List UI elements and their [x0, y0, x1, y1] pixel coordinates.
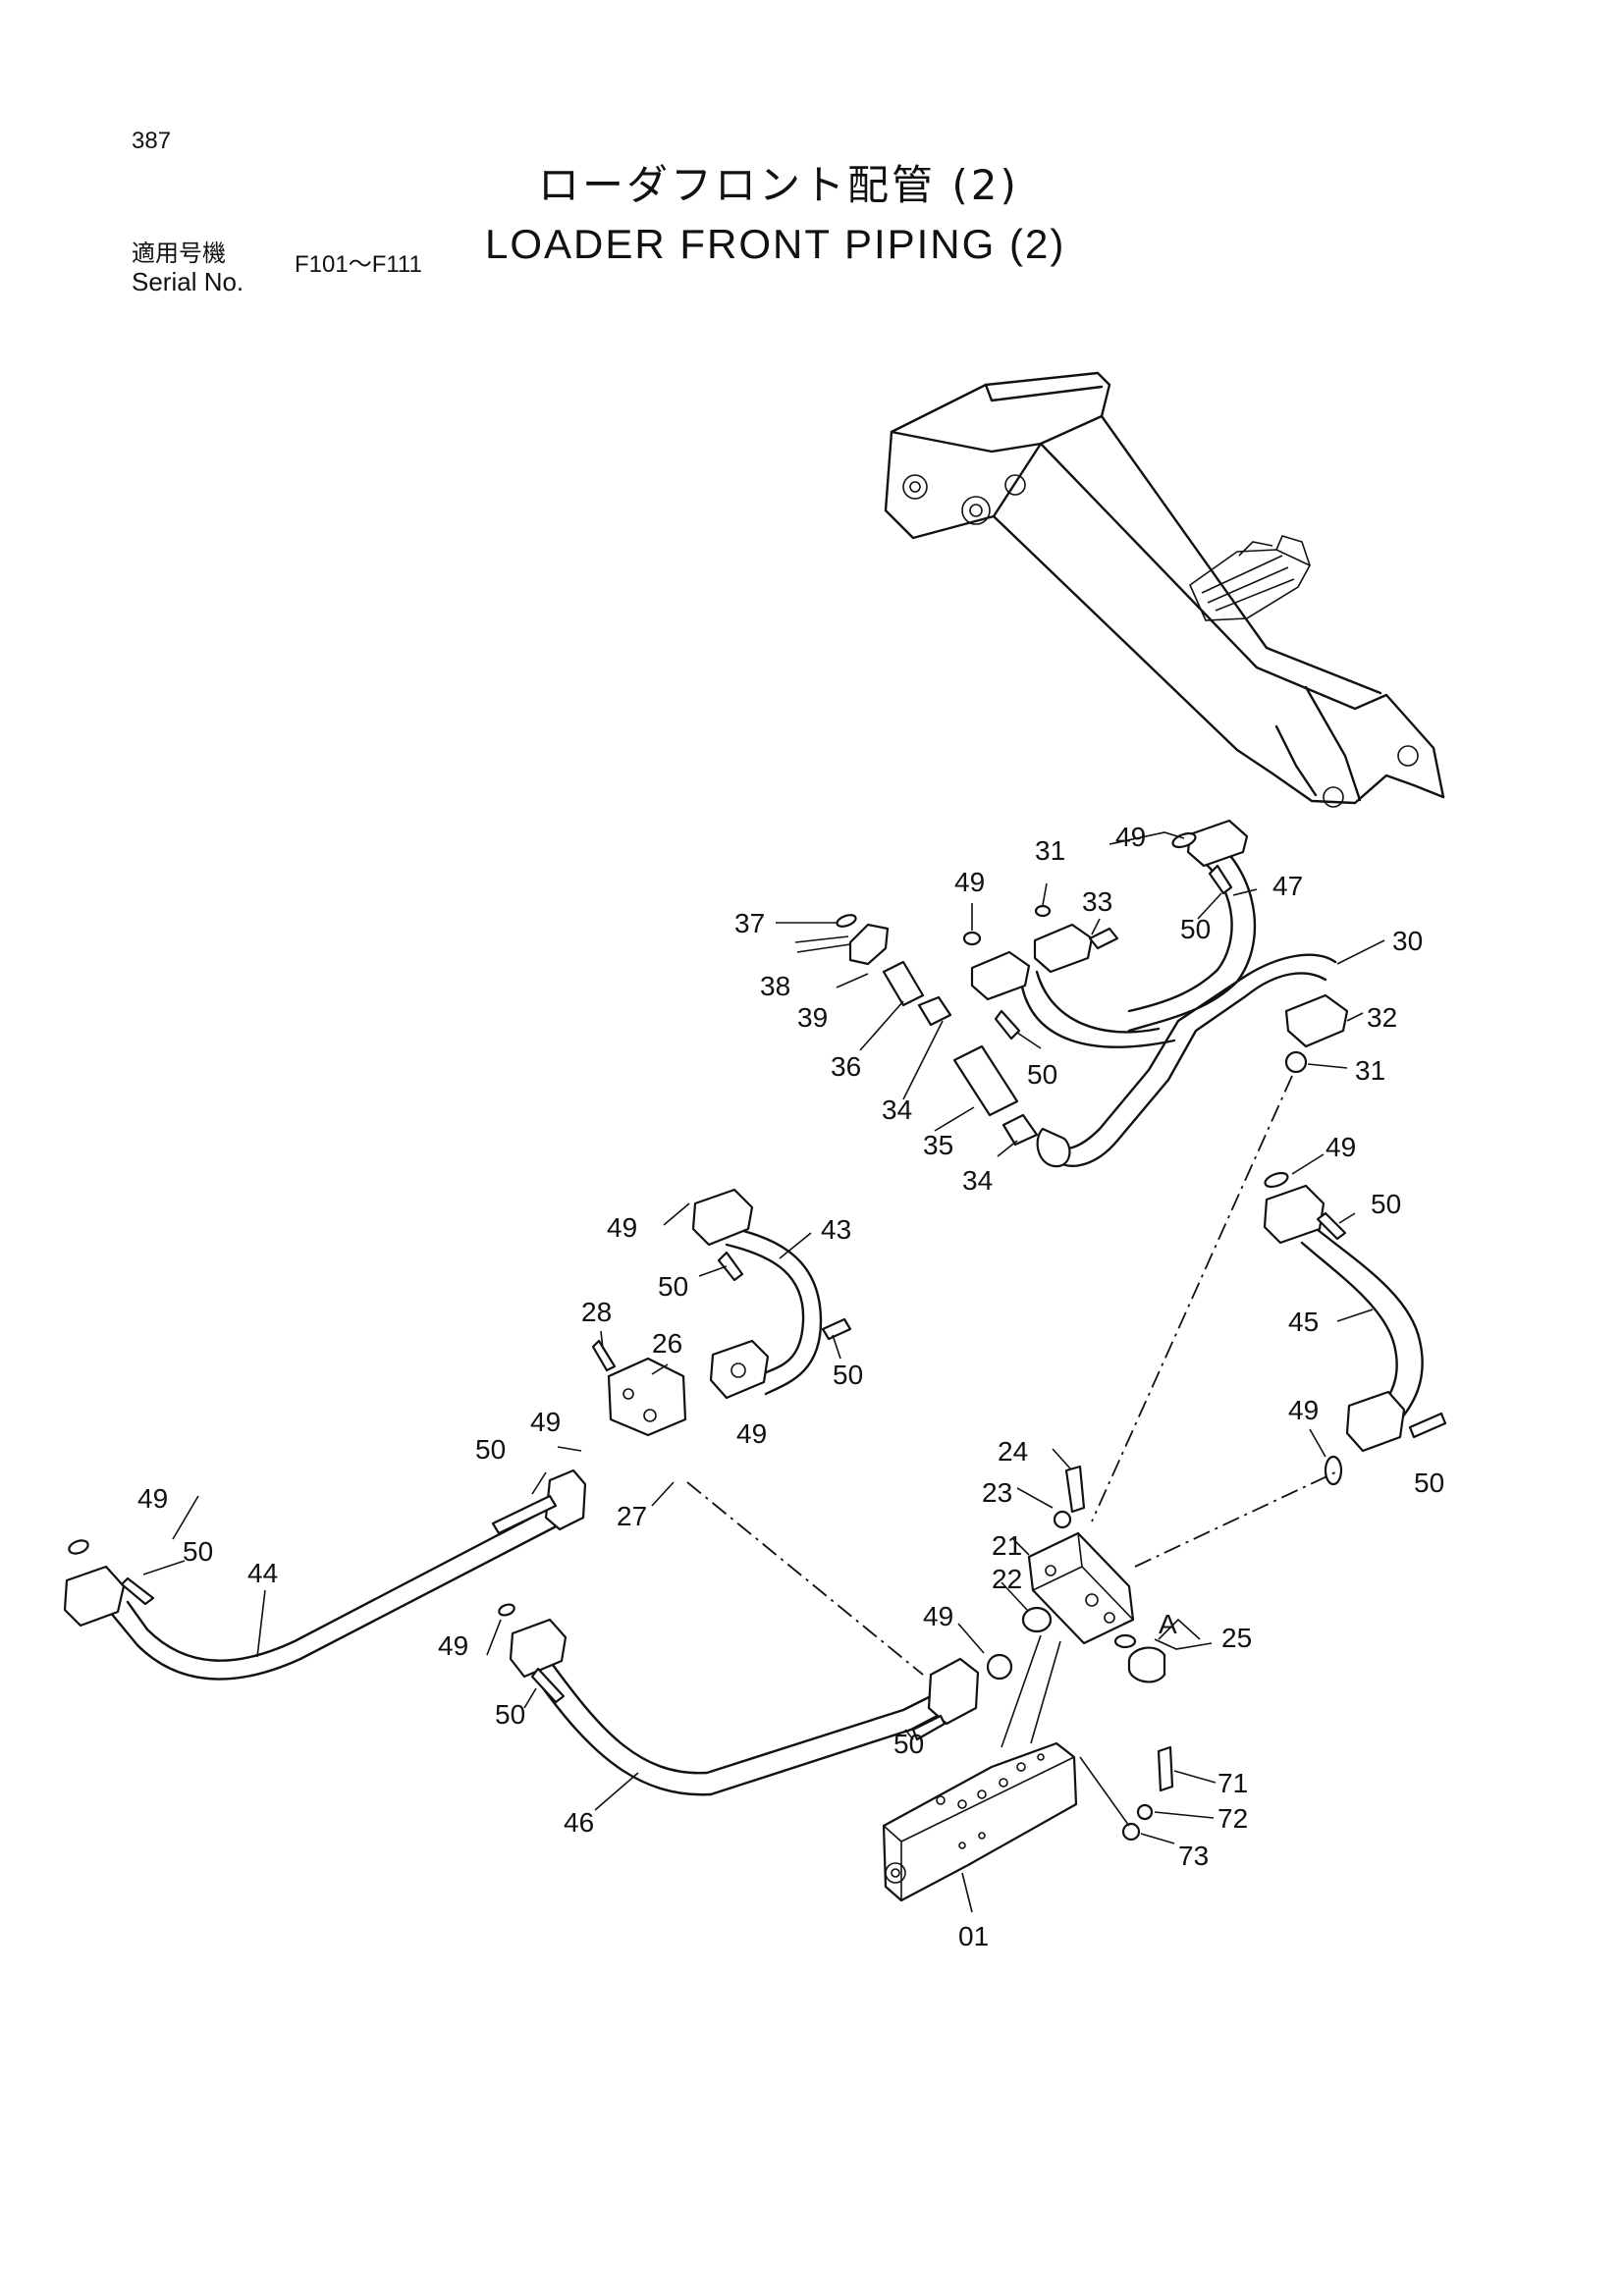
pipe-43: [725, 1243, 805, 1378]
callout-30: 30: [1392, 926, 1423, 956]
callout-49: 49: [736, 1418, 767, 1449]
callout-21: 21: [992, 1530, 1022, 1561]
callout-50: 50: [1027, 1059, 1057, 1090]
callout-32: 32: [1367, 1002, 1397, 1033]
callout-50: 50: [475, 1434, 506, 1465]
callout-49: 49: [1115, 822, 1146, 852]
callout-49: 49: [923, 1601, 953, 1631]
callout-50: 50: [833, 1360, 863, 1390]
callout-44: 44: [247, 1558, 278, 1588]
callout-43: 43: [821, 1214, 851, 1245]
callout-45: 45: [1288, 1307, 1319, 1337]
pipe-46: [548, 1659, 945, 1775]
callout-27: 27: [617, 1501, 647, 1531]
callout-49: 49: [137, 1483, 168, 1514]
callout-31: 31: [1035, 835, 1065, 866]
callout-23: 23: [982, 1477, 1012, 1508]
bolt-71: [1157, 1745, 1174, 1792]
callout-49: 49: [607, 1212, 637, 1243]
callout-34: 34: [962, 1165, 993, 1196]
callout-50: 50: [1180, 914, 1211, 944]
page-number: 387: [132, 128, 172, 154]
callout-49: 49: [1288, 1395, 1319, 1425]
flange-38: [848, 923, 890, 966]
flange-45-bottom: [1345, 1390, 1406, 1453]
callout-36: 36: [831, 1051, 861, 1082]
fitting-35: [952, 1044, 1019, 1117]
callout-50: 50: [1371, 1189, 1401, 1219]
pipe-30: [1049, 953, 1337, 1150]
callout-73: 73: [1178, 1841, 1209, 1871]
callout-49: 49: [1325, 1132, 1356, 1162]
flange-47: [1186, 819, 1249, 868]
callout-50: 50: [658, 1271, 688, 1302]
callout-37: 37: [734, 908, 765, 938]
page-title-japanese: ローダフロント配管 (2): [538, 161, 1019, 209]
callout-24: 24: [998, 1436, 1028, 1467]
callout-28: 28: [581, 1297, 612, 1327]
callout-labels: 49 31 49 47 33 50 37 30 38 39 50 32 36 3…: [137, 822, 1444, 1951]
callout-49: 49: [954, 867, 985, 897]
flange-43-bottom: [709, 1339, 770, 1400]
callout-38: 38: [760, 971, 790, 1001]
flange-45-top: [1263, 1184, 1325, 1245]
flange-46-left: [509, 1618, 568, 1679]
plug-25: [1127, 1646, 1166, 1683]
callout-50: 50: [495, 1699, 525, 1730]
callout-22: 22: [992, 1564, 1022, 1594]
flange-left-upper: [970, 950, 1031, 1001]
fitting-34-lower: [1001, 1113, 1039, 1147]
flange-30: [1284, 993, 1349, 1048]
fitting-36: [882, 960, 925, 1007]
serial-label-japanese: 適用号機: [132, 240, 226, 267]
main-valve-01: [882, 1741, 1078, 1902]
callout-39: 39: [797, 1002, 828, 1033]
fitting-34-upper: [917, 995, 952, 1027]
bolt-24: [1064, 1465, 1086, 1514]
page-title-english: LOADER FRONT PIPING (2): [485, 221, 1066, 267]
callout-71: 71: [1217, 1768, 1248, 1798]
plug-22: [1021, 1606, 1053, 1633]
loader-boom-illustration: [884, 371, 1445, 808]
flange-44-left: [63, 1565, 126, 1628]
callout-26: 26: [652, 1328, 682, 1359]
callout-A: A: [1159, 1609, 1177, 1639]
serial-range: F101〜F111: [295, 251, 422, 278]
callout-01: 01: [958, 1921, 989, 1951]
callout-31: 31: [1355, 1055, 1385, 1086]
callout-25: 25: [1221, 1623, 1252, 1653]
callout-49: 49: [438, 1630, 468, 1661]
callout-46: 46: [564, 1807, 594, 1838]
callout-35: 35: [923, 1130, 953, 1160]
callout-50: 50: [1414, 1468, 1444, 1498]
flange-right-upper: [1033, 923, 1094, 974]
flange-43-top: [691, 1188, 754, 1247]
callout-47: 47: [1272, 871, 1303, 901]
callout-34: 34: [882, 1095, 912, 1125]
serial-label-english: Serial No.: [132, 267, 244, 296]
callout-50: 50: [893, 1729, 924, 1759]
callout-50: 50: [183, 1536, 213, 1567]
flange-46-right: [927, 1657, 980, 1726]
pipe-44: [126, 1502, 560, 1662]
callout-49: 49: [530, 1407, 561, 1437]
block-26: [607, 1357, 687, 1437]
callout-33: 33: [1082, 886, 1112, 917]
callout-72: 72: [1217, 1803, 1248, 1834]
